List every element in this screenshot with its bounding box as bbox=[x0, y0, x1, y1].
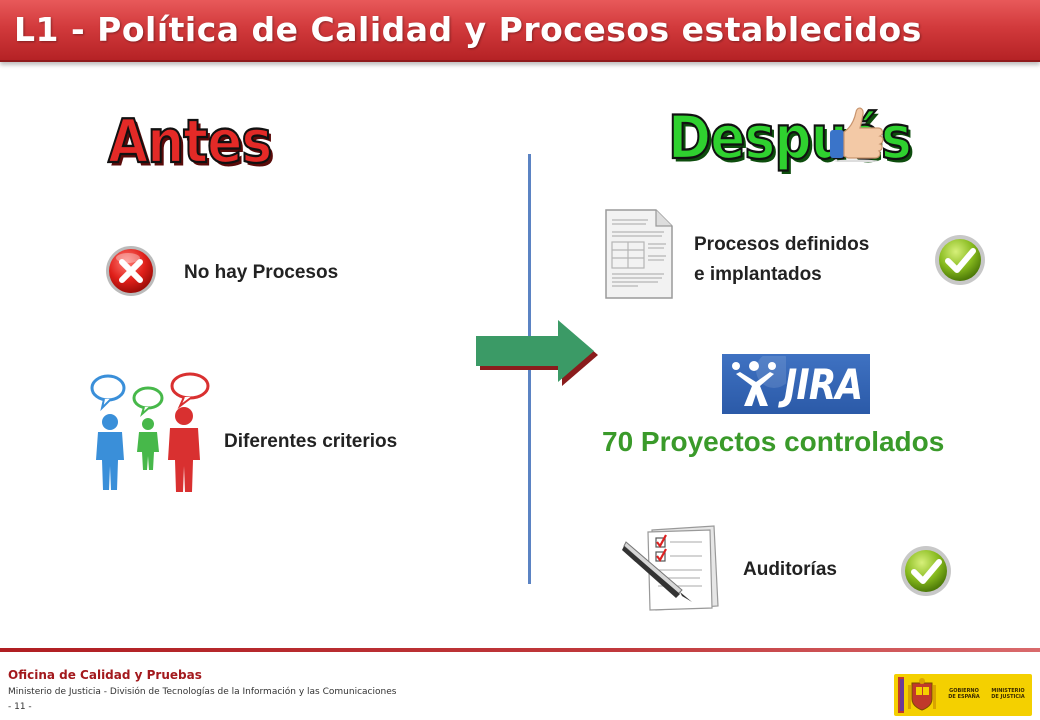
check-icon bbox=[935, 235, 985, 285]
antes-heading: Antes bbox=[107, 107, 273, 178]
thumbs-up-icon bbox=[830, 107, 884, 162]
footer-ministry: Ministerio de Justicia - División de Tec… bbox=[8, 687, 397, 697]
checklist-clipboard-icon bbox=[622, 525, 719, 611]
jira-figure-icon bbox=[732, 356, 786, 406]
title-bar: L1 - Política de Calidad y Procesos esta… bbox=[0, 0, 1040, 62]
footer-office: Oficina de Calidad y Pruebas bbox=[8, 668, 202, 682]
people-talking-icon bbox=[90, 372, 210, 492]
coat-of-arms-icon bbox=[898, 677, 936, 713]
government-logo: GOBIERNO DE ESPAÑA MINISTERIO DE JUSTICI… bbox=[894, 674, 1032, 716]
audits-label: Auditorías bbox=[743, 559, 837, 580]
gov-logo-text: GOBIERNO DE ESPAÑA bbox=[948, 688, 980, 700]
jira-logo: JIRA bbox=[722, 354, 870, 414]
x-circle-icon bbox=[106, 246, 156, 296]
footer-divider bbox=[0, 648, 1040, 652]
arrow-right-icon bbox=[476, 320, 598, 386]
projects-controlled-label: 70 Proyectos controlados bbox=[602, 426, 945, 457]
processes-implanted-label: e implantados bbox=[694, 264, 822, 285]
processes-defined-label: Procesos definidos bbox=[694, 234, 870, 255]
ministry-logo-text: MINISTERIO DE JUSTICIA bbox=[991, 688, 1025, 700]
no-processes-label: No hay Procesos bbox=[184, 262, 339, 283]
document-icon bbox=[605, 209, 673, 299]
page-number: - 11 - bbox=[8, 702, 32, 712]
check-icon bbox=[901, 546, 951, 596]
slide-title: L1 - Política de Calidad y Procesos esta… bbox=[14, 10, 922, 49]
different-criteria-label: Diferentes criterios bbox=[224, 431, 398, 452]
jira-logo-text: JIRA bbox=[784, 360, 863, 409]
